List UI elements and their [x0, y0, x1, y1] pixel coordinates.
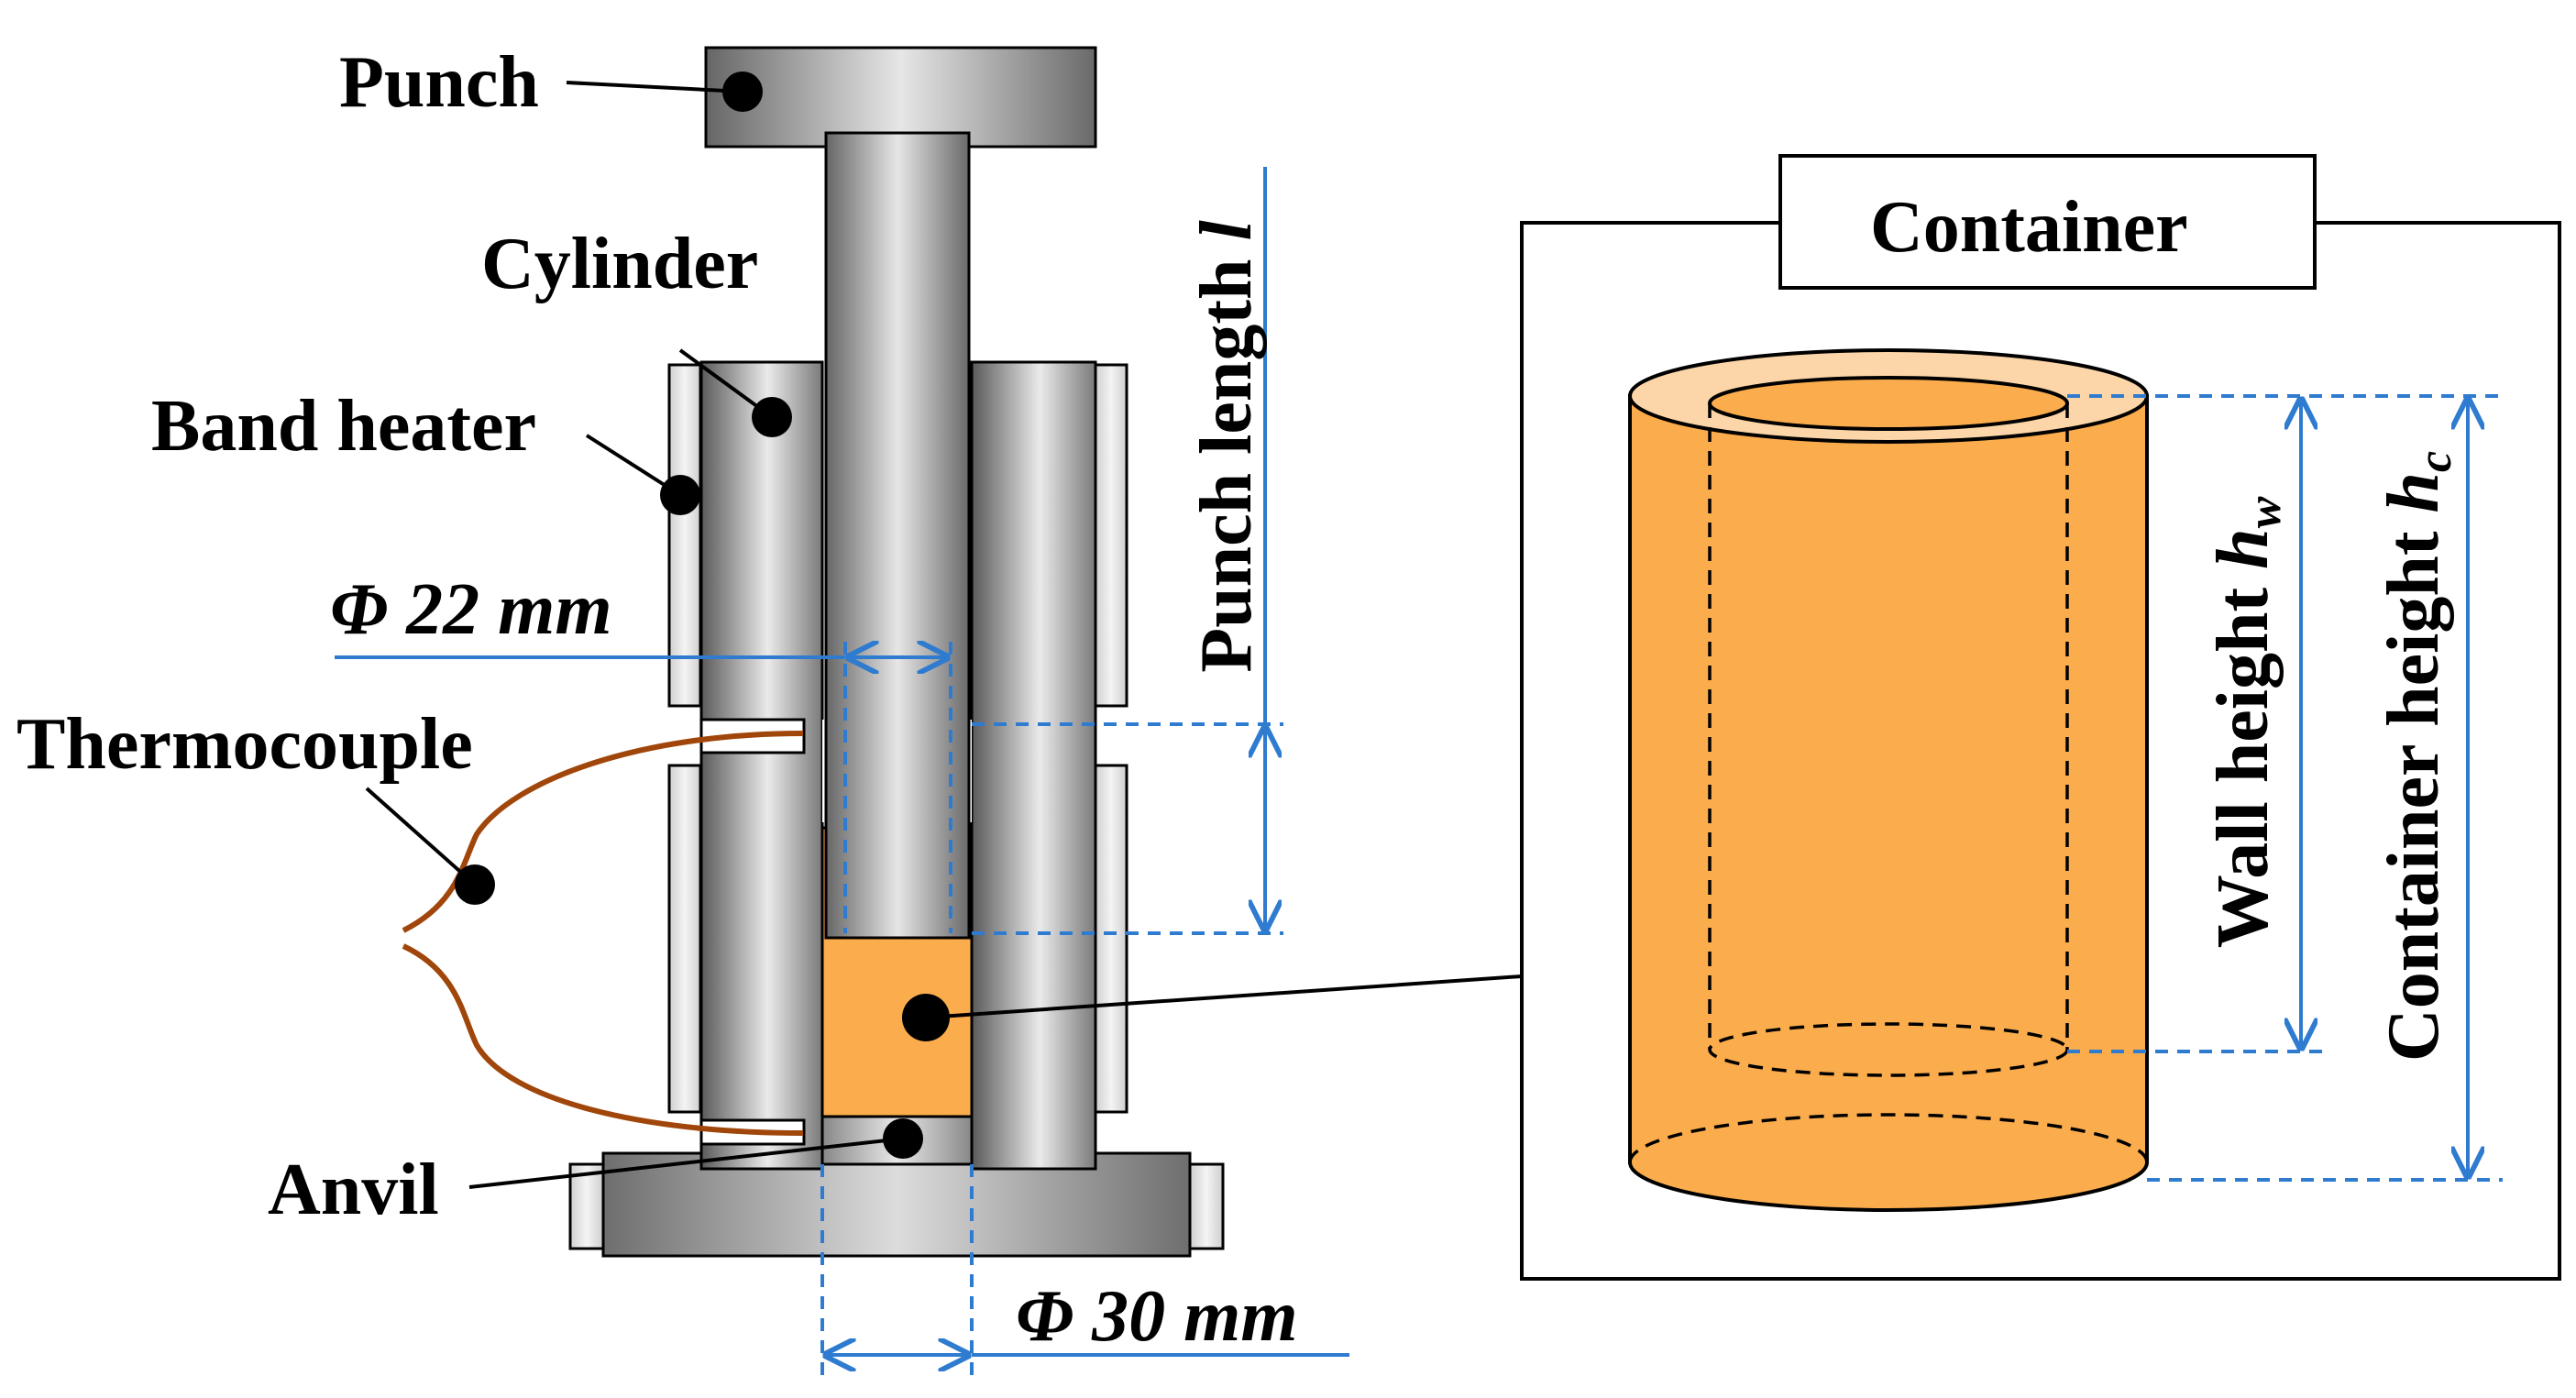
container-title-box: [1778, 154, 2317, 290]
anvil-label: Anvil: [268, 1150, 439, 1230]
container-title: Container: [1870, 187, 2188, 268]
punch-rod: [824, 131, 971, 940]
punch-length-label: Punch length l: [1186, 220, 1267, 672]
sample-to-container-leader: [925, 974, 1523, 1019]
cylinder-right-wall: [970, 360, 1097, 1171]
punch-leader: [566, 81, 743, 94]
cylinder-dot: [752, 397, 792, 437]
thermocouple-dot: [455, 864, 495, 905]
container-height-symbol: h: [2373, 472, 2454, 513]
band-heater-dot: [660, 475, 700, 515]
container-bottom-back-edge: [1628, 1113, 2149, 1163]
punch-label: Punch: [339, 42, 539, 123]
wall-height-subscript: w: [2239, 496, 2291, 529]
punch-length-symbol: l: [1186, 220, 1267, 241]
punch-length-text: Punch length: [1186, 259, 1267, 673]
band-heater-right-upper: [1094, 363, 1128, 708]
container-inner-opening: [1708, 376, 2069, 431]
container-height-subscript: c: [2409, 450, 2461, 473]
wall-height-symbol: h: [2203, 528, 2284, 569]
container-height-text: Container height: [2373, 531, 2454, 1062]
container-height-label: Container height hc: [2373, 450, 2461, 1062]
base-side-block-right: [1188, 1162, 1225, 1250]
band-heater-right-lower: [1094, 764, 1128, 1114]
anvil-leader: [468, 1137, 904, 1189]
base-plate: [601, 1151, 1192, 1258]
container-cylinder-body: [1628, 394, 2149, 1212]
thermocouple-label: Thermocouple: [17, 704, 473, 785]
phi22-label: Φ 22 mm: [330, 569, 612, 650]
wall-height-label: Wall height hw: [2203, 496, 2291, 949]
band-heater-label: Band heater: [151, 386, 536, 467]
thermocouple-leader: [365, 787, 477, 886]
thermocouple-wire-upper: [402, 731, 804, 933]
sample-dot: [902, 994, 950, 1041]
wall-height-text: Wall height: [2203, 587, 2284, 949]
cylinder-label: Cylinder: [481, 224, 759, 304]
base-side-block-left: [568, 1162, 605, 1250]
anvil-dot: [883, 1118, 923, 1159]
band-heater-left-lower: [667, 764, 702, 1114]
band-heater-left-upper: [667, 363, 702, 708]
punch-dot: [722, 72, 763, 112]
phi30-label: Φ 30 mm: [1016, 1276, 1298, 1357]
punch-head: [704, 46, 1097, 149]
cylinder-left-wall: [699, 360, 824, 1171]
thermocouple-wire-lower: [402, 943, 804, 1136]
